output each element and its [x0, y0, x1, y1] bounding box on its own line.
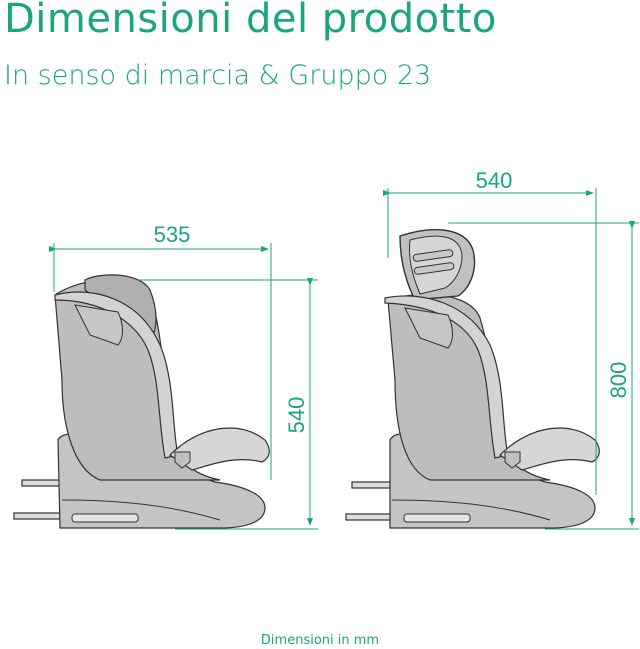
right-width-label: 540 — [476, 168, 513, 193]
page-title: Dimensioni del prodotto — [4, 0, 497, 42]
right-height-label: 800 — [606, 362, 631, 399]
left-seat-illustration — [13, 243, 318, 530]
right-seat-illustration — [345, 188, 639, 530]
page-subtitle: In senso di marcia & Gruppo 23 — [4, 60, 432, 91]
units-note: Dimensioni in mm — [260, 633, 380, 648]
left-height-label: 540 — [284, 397, 309, 434]
left-width-label: 535 — [154, 222, 191, 247]
